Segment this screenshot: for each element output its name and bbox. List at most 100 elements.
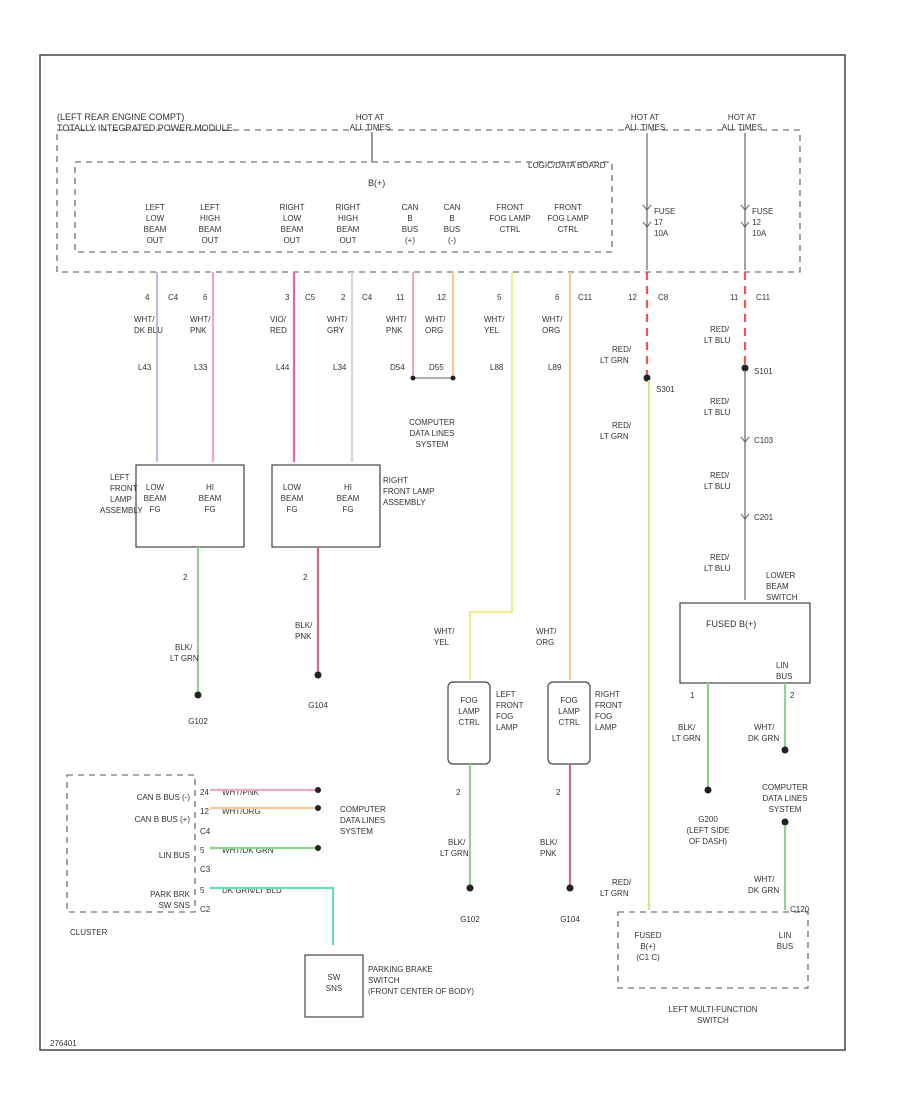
- svg-text:C4: C4: [362, 293, 373, 302]
- svg-text:COMPUTER: COMPUTER: [340, 805, 386, 814]
- svg-text:BUS: BUS: [777, 942, 793, 951]
- hot-at-label-3: HOT AT: [728, 113, 756, 122]
- svg-text:RED/: RED/: [612, 878, 632, 887]
- svg-text:LAMP: LAMP: [110, 495, 132, 504]
- svg-text:RIGHT: RIGHT: [595, 690, 620, 699]
- power-module: (LEFT REAR ENGINE COMPT) TOTALLY INTEGRA…: [56, 112, 801, 273]
- svg-text:WHT/ORG: WHT/ORG: [222, 807, 261, 816]
- svg-text:LOW: LOW: [146, 214, 165, 223]
- svg-text:FG: FG: [149, 505, 160, 514]
- svg-text:FUSED B(+): FUSED B(+): [706, 619, 756, 629]
- svg-text:LT GRN: LT GRN: [600, 432, 629, 441]
- svg-text:LT GRN: LT GRN: [440, 849, 469, 858]
- all-times-label-3: ALL TIMES: [722, 123, 762, 132]
- svg-text:COMPUTER: COMPUTER: [762, 783, 808, 792]
- svg-text:2: 2: [556, 788, 561, 797]
- svg-text:VIO/: VIO/: [270, 315, 287, 324]
- fuse-17-icon: [642, 204, 652, 228]
- svg-text:FUSED: FUSED: [634, 931, 661, 940]
- svg-text:LAMP: LAMP: [458, 707, 480, 716]
- svg-text:1: 1: [690, 691, 695, 700]
- fuse-12-icon: [740, 204, 750, 228]
- svg-text:BEAM: BEAM: [144, 225, 167, 234]
- pin-can-b-plus: CAN B BUS (+): [402, 203, 419, 245]
- svg-text:FG: FG: [204, 505, 215, 514]
- svg-text:BLK/: BLK/: [448, 838, 466, 847]
- svg-text:LAMP: LAMP: [496, 723, 518, 732]
- svg-text:LOWER: LOWER: [766, 571, 796, 580]
- svg-text:C3: C3: [200, 865, 211, 874]
- svg-text:LEFT: LEFT: [496, 690, 516, 699]
- svg-text:SWITCH: SWITCH: [368, 976, 400, 985]
- svg-text:SWITCH: SWITCH: [766, 593, 798, 602]
- connector-labels: 4 C4 6 3 C5 2 C4 11 12 5 6 C11 12 C8 11 …: [145, 293, 771, 302]
- svg-text:C120: C120: [790, 905, 810, 914]
- ground-g102-fog: [466, 884, 474, 892]
- svg-text:PARKING BRAKE: PARKING BRAKE: [368, 965, 433, 974]
- svg-text:WHT/: WHT/: [754, 875, 775, 884]
- svg-text:SW SNS: SW SNS: [158, 901, 190, 910]
- svg-text:LEFT: LEFT: [110, 473, 130, 482]
- svg-text:L43: L43: [138, 363, 152, 372]
- svg-text:FRONT: FRONT: [595, 701, 623, 710]
- svg-text:CLUSTER: CLUSTER: [70, 928, 108, 937]
- svg-text:WHT/: WHT/: [434, 627, 455, 636]
- svg-text:CAN B BUS (+): CAN B BUS (+): [135, 815, 191, 824]
- svg-text:L89: L89: [548, 363, 562, 372]
- module-title-line2: TOTALLY INTEGRATED POWER MODULE: [57, 123, 233, 133]
- svg-text:LIN BUS: LIN BUS: [159, 851, 190, 860]
- hot-at-label-2: HOT AT: [631, 113, 659, 122]
- svg-text:G102: G102: [460, 915, 480, 924]
- svg-text:PNK: PNK: [540, 849, 557, 858]
- svg-text:FOG: FOG: [460, 696, 477, 705]
- svg-text:LT GRN: LT GRN: [600, 889, 629, 898]
- svg-text:BUS: BUS: [402, 225, 418, 234]
- svg-text:CAN: CAN: [444, 203, 461, 212]
- svg-text:RIGHT: RIGHT: [336, 203, 361, 212]
- svg-text:WHT/: WHT/: [327, 315, 348, 324]
- pin-right-high-beam: RIGHT HIGH BEAM OUT: [336, 203, 361, 245]
- svg-text:C103: C103: [754, 436, 774, 445]
- svg-text:LOW: LOW: [283, 483, 302, 492]
- ground-g104-fog: [566, 884, 574, 892]
- svg-text:D55: D55: [429, 363, 444, 372]
- svg-text:BEAM: BEAM: [199, 225, 222, 234]
- svg-text:12: 12: [437, 293, 446, 302]
- battery-label: B(+): [368, 178, 385, 188]
- fuse-17-feed: RED/ LT GRN S301 RED/ LT GRN RED/ LT GRN: [600, 272, 675, 910]
- pin-right-low-beam: RIGHT LOW BEAM OUT: [280, 203, 305, 245]
- svg-text:PNK: PNK: [295, 632, 312, 641]
- svg-text:COMPUTER: COMPUTER: [409, 418, 455, 427]
- svg-text:LOW: LOW: [283, 214, 302, 223]
- ground-g200: [704, 786, 712, 794]
- svg-text:SW: SW: [328, 973, 341, 982]
- svg-text:B: B: [407, 214, 412, 223]
- ground-g102-left: [194, 691, 202, 699]
- svg-text:HIGH: HIGH: [200, 214, 220, 223]
- svg-text:LT BLU: LT BLU: [704, 336, 731, 345]
- svg-text:LT BLU: LT BLU: [704, 564, 731, 573]
- svg-text:D54: D54: [390, 363, 405, 372]
- svg-text:L88: L88: [490, 363, 504, 372]
- svg-text:BUS: BUS: [444, 225, 460, 234]
- svg-text:BLK/: BLK/: [175, 643, 193, 652]
- svg-text:FOG: FOG: [560, 696, 577, 705]
- svg-text:BEAM: BEAM: [281, 494, 304, 503]
- svg-text:2: 2: [790, 691, 795, 700]
- svg-text:6: 6: [555, 293, 560, 302]
- svg-text:2: 2: [183, 573, 188, 582]
- splice-s101: [741, 364, 749, 372]
- svg-text:G104: G104: [560, 915, 580, 924]
- svg-text:3: 3: [285, 293, 290, 302]
- svg-text:BUS: BUS: [776, 672, 792, 681]
- svg-text:HIGH: HIGH: [338, 214, 358, 223]
- svg-text:DK BLU: DK BLU: [134, 326, 163, 335]
- svg-text:FRONT: FRONT: [110, 484, 138, 493]
- svg-text:PNK: PNK: [190, 326, 207, 335]
- svg-text:2: 2: [303, 573, 308, 582]
- svg-text:PNK: PNK: [386, 326, 403, 335]
- svg-text:LAMP: LAMP: [558, 707, 580, 716]
- svg-text:FRONT: FRONT: [554, 203, 582, 212]
- svg-text:RED/: RED/: [710, 471, 730, 480]
- svg-text:WHT/: WHT/: [542, 315, 563, 324]
